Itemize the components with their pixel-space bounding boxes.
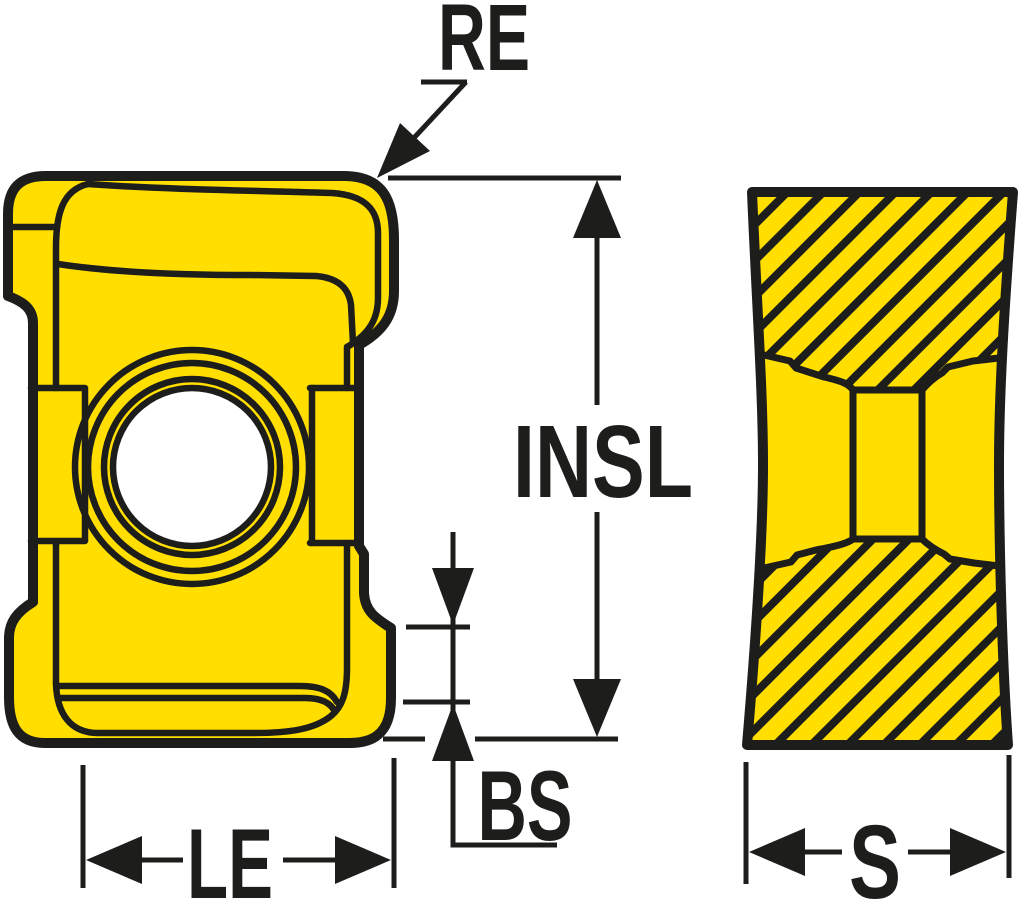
front-inner-contour-top-right	[84, 180, 382, 392]
side-view	[742, 187, 1018, 750]
hole-counterbore-ring	[71, 346, 313, 588]
hole-chamfer-ring	[100, 375, 284, 559]
s-arrow-right	[950, 828, 1006, 876]
dimension-le: LE	[80, 758, 397, 899]
section-hatch-top	[752, 192, 1013, 390]
bs-arrow-down	[432, 568, 474, 625]
front-chipbreaker-line-top	[54, 260, 357, 347]
insl-arrow-down	[573, 679, 621, 737]
front-view	[3, 171, 399, 748]
insl-label: INSL	[513, 404, 693, 519]
front-inner-contour-left	[52, 180, 92, 392]
bs-leader	[450, 532, 557, 848]
dimension-re: RE	[377, 0, 530, 178]
re-arrowhead	[377, 123, 430, 178]
s-label: S	[849, 804, 901, 899]
bs-label: BS	[478, 750, 573, 861]
section-line-lower	[760, 535, 1003, 572]
front-inner-contour-bottom	[52, 539, 351, 737]
dimension-bs: BS	[403, 532, 573, 861]
bs-arrow-up	[432, 704, 474, 761]
le-arrow-left	[86, 836, 142, 884]
dimension-s: S	[743, 755, 1012, 899]
section-line-upper	[760, 351, 1003, 394]
re-leader-line	[410, 80, 468, 142]
le-label: LE	[187, 808, 273, 899]
section-hatch-bottom	[747, 539, 1008, 745]
hole-middle-ring	[84, 359, 300, 575]
insl-arrow-up	[573, 180, 621, 238]
front-bottom-line-2	[54, 694, 339, 716]
le-arrow-right	[335, 836, 391, 884]
hole-bore	[109, 384, 275, 550]
front-bottom-line-1	[54, 682, 341, 706]
re-label: RE	[438, 0, 530, 91]
dimension-insl: INSL	[383, 175, 693, 742]
s-arrow-left	[749, 828, 805, 876]
